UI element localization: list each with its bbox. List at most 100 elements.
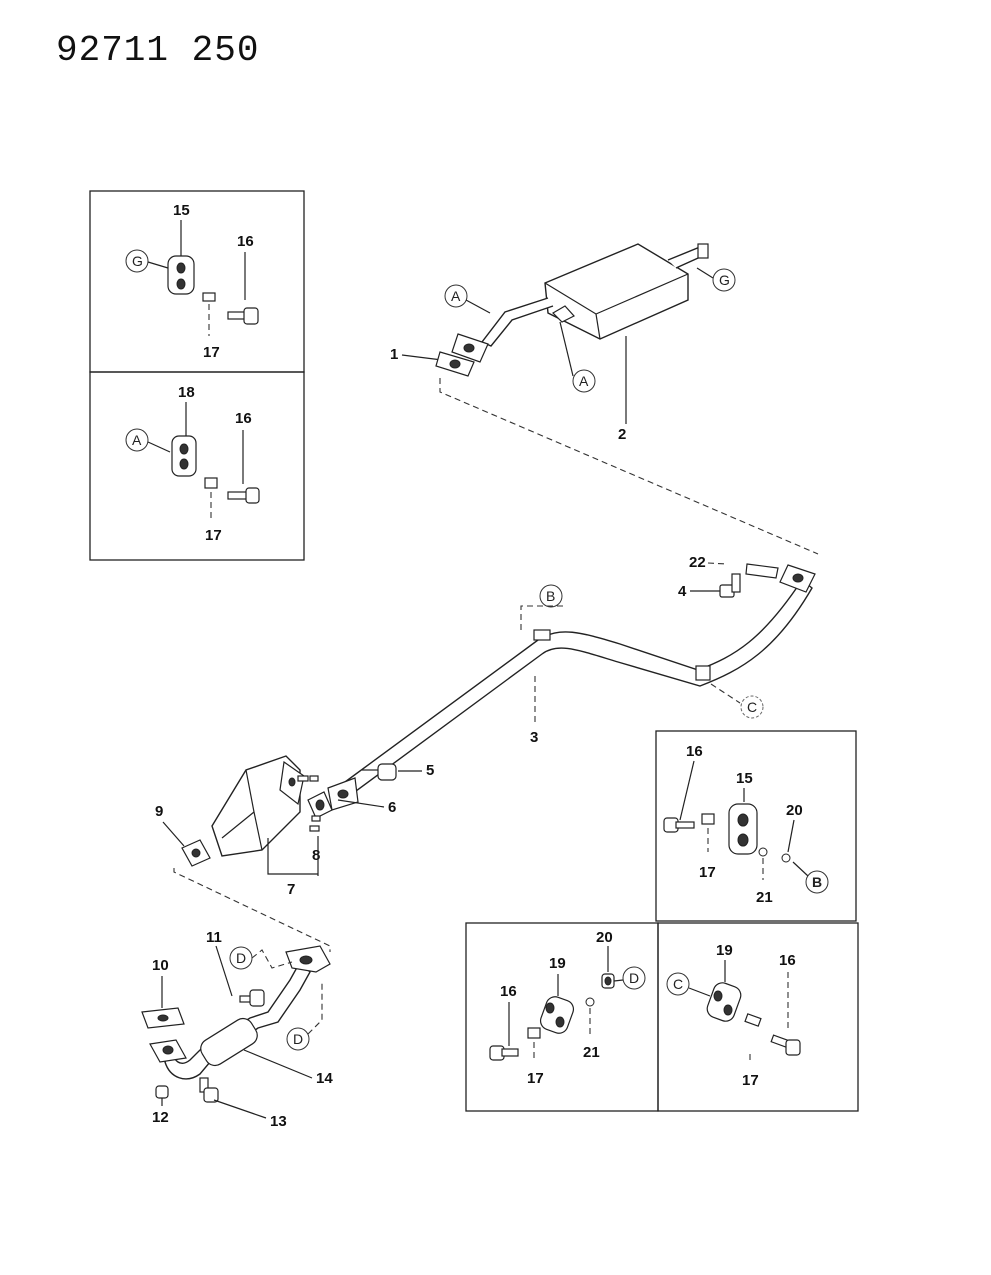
callout-17: 17 [742,1072,759,1089]
callout-21: 21 [756,889,773,906]
callout-10: 10 [152,957,169,974]
nut-icon [362,763,397,781]
callout-18: 18 [178,384,195,401]
front-exhaust-pipe-icon [149,945,331,1080]
ref-letter-a: A [579,373,589,389]
assembly-leader [173,868,331,952]
callout-17: 17 [205,527,222,544]
callout-11: 11 [206,929,222,946]
ref-letter-d: D [293,1031,303,1047]
callout-19: 19 [716,942,733,959]
ref-circle-d [622,966,646,990]
ref-letter-d: D [629,970,639,986]
part-number: 92711 250 [56,30,260,71]
ref-circle-b [539,584,563,608]
gasket-icon [181,839,211,867]
inset-hanger-c-box [657,922,859,1112]
callout-22: 22 [689,554,706,571]
rubber-hanger-icon [171,435,197,477]
center-pipe-icon [344,578,813,796]
callout-4: 4 [678,583,687,600]
ref-letter-g: G [719,272,730,288]
ref-circle-c [666,972,690,996]
callout-3: 3 [530,729,538,746]
ref-circle-g [712,268,736,292]
callout-19: 19 [549,955,566,972]
callout-16: 16 [500,983,517,1000]
callout-20: 20 [786,802,803,819]
bolt-icon [489,1045,519,1061]
washer-icon [585,997,595,1007]
ref-letter-a: A [132,432,142,448]
callout-1: 1 [390,346,398,363]
assembly-leader [439,378,819,555]
callout-12: 12 [152,1109,169,1126]
callout-17: 17 [527,1070,544,1087]
callout-8: 8 [312,847,320,864]
callout-15: 15 [736,770,753,787]
stud-icon [297,775,319,782]
callout-17: 17 [699,864,716,881]
rubber-hanger-icon [728,803,758,855]
callout-5: 5 [426,762,434,779]
leader-b [520,605,567,630]
muffler-icon [480,243,709,347]
inlet-flange-icon [327,777,359,811]
collar-icon [744,1013,762,1027]
ref-letter-b: B [546,588,555,604]
callout-14: 14 [316,1070,333,1087]
leader-d [307,980,323,1035]
ref-letter-g: G [132,253,143,269]
rubber-hanger-icon [706,982,742,1022]
bolt-icon [239,989,265,1007]
ref-letter-c: C [673,976,683,992]
callout-16: 16 [235,410,252,427]
leader-d [251,949,293,969]
ref-letter-b: B [812,874,822,890]
leader-7 [267,838,318,875]
nut-icon [155,1085,169,1099]
callout-15: 15 [173,202,190,219]
bolt-icon [227,487,260,504]
callout-16: 16 [686,743,703,760]
callout-17: 17 [203,344,220,361]
gasket-icon [307,791,333,819]
washer-icon [781,853,791,863]
bolt-icon [770,1034,801,1056]
rubber-hanger-icon [167,255,195,295]
callout-20: 20 [596,929,613,946]
ref-letter-c: C [747,699,757,715]
ref-circle-b [805,870,829,894]
gasket-icon [141,1007,185,1029]
ref-circle-a [125,428,149,452]
callout-2: 2 [618,426,626,443]
collar-icon [202,292,216,302]
bracket-icon [745,563,779,579]
callout-7: 7 [287,881,295,898]
callout-6: 6 [388,799,396,816]
stud-icon [309,815,321,832]
nut-icon [601,973,615,989]
catalytic-converter-icon [211,755,305,857]
ref-letter-a: A [451,288,461,304]
ref-circle-a [444,284,468,308]
bolt-icon [663,817,695,833]
inset-hanger-b-box [655,730,857,922]
inset-hanger-g-box [89,190,305,373]
collar-icon [701,813,715,825]
bolt-icon [227,307,259,325]
ref-circle-a [572,369,596,393]
inset-hanger-a-box [89,371,305,561]
collar-icon [204,477,218,489]
bolt-icon [199,1077,219,1103]
callout-16: 16 [779,952,796,969]
ref-circle-d [286,1027,310,1051]
outlet-flange-icon [779,564,816,593]
bolt-icon [719,573,741,598]
callout-21: 21 [583,1044,600,1061]
ref-circle-c [740,695,764,719]
callout-16: 16 [237,233,254,250]
callout-9: 9 [155,803,163,820]
rubber-hanger-icon [539,996,575,1034]
